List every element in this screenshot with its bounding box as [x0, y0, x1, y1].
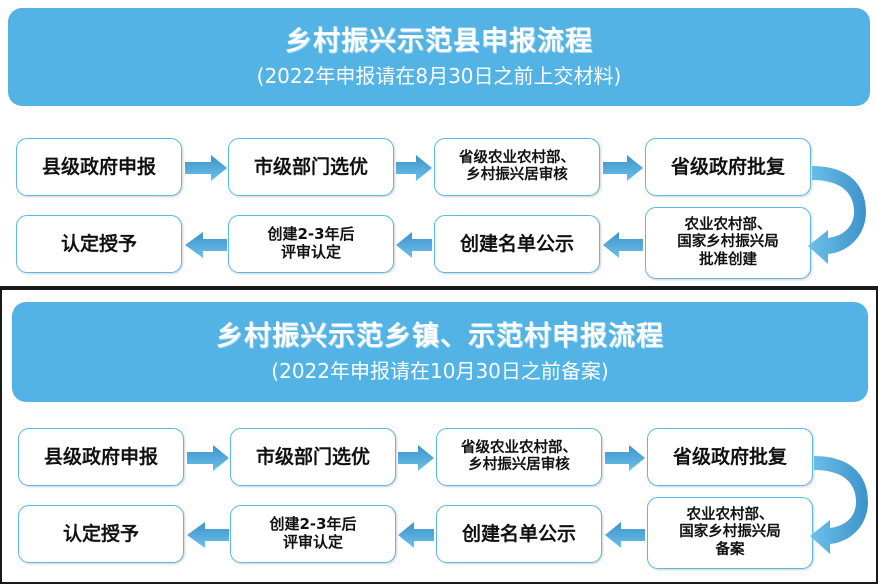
node-town-r1-2[interactable]: 市级部门选优	[230, 428, 396, 486]
node-town-r2-1[interactable]: 认定授予	[18, 505, 184, 563]
banner-town-title: 乡村振兴示范乡镇、示范村申报流程	[216, 320, 664, 352]
banner-town-subtitle: (2022年申报请在10月30日之前备案)	[271, 359, 609, 384]
node-label: 县级政府申报	[43, 445, 158, 468]
section-divider	[0, 286, 878, 288]
arrow-town-curve-down	[808, 450, 878, 560]
node-label: 创建名单公示	[461, 522, 576, 545]
arrow-town-r2-3to2	[398, 522, 434, 548]
node-label: 省级农业农村部、 乡村振兴居审核	[459, 149, 575, 183]
node-county-r2-3[interactable]: 创建名单公示	[434, 215, 600, 273]
arrow-town-r1-3to4	[605, 445, 645, 471]
node-county-r1-2[interactable]: 市级部门选优	[228, 138, 394, 196]
node-label: 农业农村部、 国家乡村振兴局 批准创建	[677, 217, 779, 268]
node-label: 省级政府批复	[672, 445, 787, 468]
arrow-county-r2-4to3	[603, 232, 643, 258]
section-town-village-process: 乡村振兴示范乡镇、示范村申报流程 (2022年申报请在10月30日之前备案) 县…	[0, 288, 878, 584]
arrow-town-r1-2to3	[398, 445, 434, 471]
banner-county-title: 乡村振兴示范县申报流程	[285, 25, 593, 57]
node-label: 创建名单公示	[459, 232, 574, 255]
node-label: 创建2-3年后 评审认定	[267, 225, 355, 261]
node-label: 省级农业农村部、 乡村振兴居审核	[461, 439, 577, 473]
node-county-r1-1[interactable]: 县级政府申报	[16, 138, 182, 196]
node-county-r2-1[interactable]: 认定授予	[16, 215, 182, 273]
node-county-r2-4[interactable]: 农业农村部、 国家乡村振兴局 批准创建	[645, 207, 811, 279]
node-town-r2-4[interactable]: 农业农村部、 国家乡村振兴局 备案	[647, 497, 813, 569]
arrow-county-r2-2to1	[185, 232, 227, 258]
node-label: 市级部门选优	[253, 155, 368, 178]
arrow-county-r1-1to2	[185, 155, 227, 181]
node-label: 认定授予	[60, 232, 137, 255]
arrow-county-r1-3to4	[603, 155, 643, 181]
node-county-r1-4[interactable]: 省级政府批复	[645, 138, 811, 196]
node-town-r1-3[interactable]: 省级农业农村部、 乡村振兴居审核	[436, 428, 602, 486]
arrow-town-r1-1to2	[187, 445, 229, 471]
banner-county: 乡村振兴示范县申报流程 (2022年申报请在8月30日之前上交材料)	[8, 8, 870, 106]
arrow-town-r2-4to3	[605, 522, 645, 548]
node-label: 创建2-3年后 评审认定	[269, 515, 357, 551]
node-label: 农业农村部、 国家乡村振兴局 备案	[679, 507, 781, 558]
node-town-r1-4[interactable]: 省级政府批复	[647, 428, 813, 486]
node-county-r1-3[interactable]: 省级农业农村部、 乡村振兴居审核	[434, 138, 600, 196]
arrow-county-r1-2to3	[396, 155, 432, 181]
node-county-r2-2[interactable]: 创建2-3年后 评审认定	[228, 215, 394, 273]
section-county-process: 乡村振兴示范县申报流程 (2022年申报请在8月30日之前上交材料) 县级政府申…	[0, 0, 878, 288]
node-town-r2-3[interactable]: 创建名单公示	[436, 505, 602, 563]
node-label: 认定授予	[62, 522, 139, 545]
node-label: 市级部门选优	[255, 445, 370, 468]
arrow-county-r2-3to2	[396, 232, 432, 258]
banner-town: 乡村振兴示范乡镇、示范村申报流程 (2022年申报请在10月30日之前备案)	[12, 302, 868, 402]
banner-county-subtitle: (2022年申报请在8月30日之前上交材料)	[256, 64, 622, 89]
node-label: 县级政府申报	[41, 155, 156, 178]
node-label: 省级政府批复	[670, 155, 785, 178]
node-town-r2-2[interactable]: 创建2-3年后 评审认定	[230, 505, 396, 563]
arrow-town-r2-2to1	[187, 522, 229, 548]
arrow-county-curve-down	[806, 160, 876, 270]
node-town-r1-1[interactable]: 县级政府申报	[18, 428, 184, 486]
